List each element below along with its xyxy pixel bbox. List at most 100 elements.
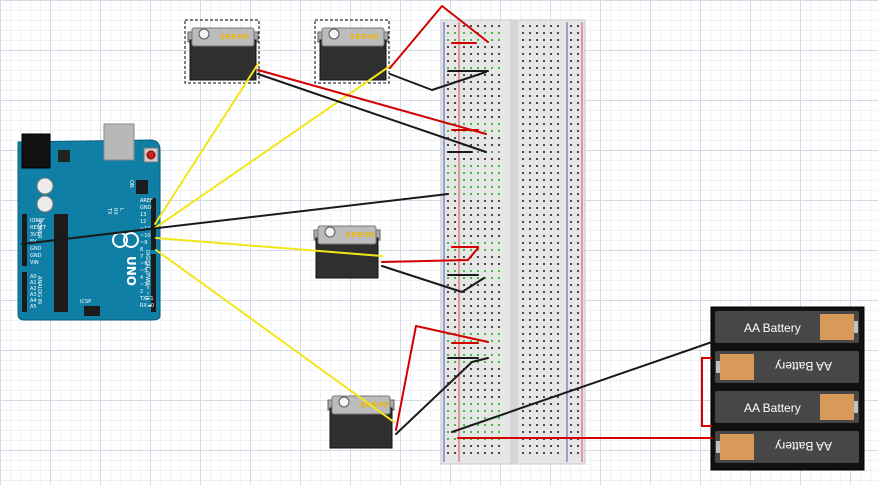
breadboard-hole bbox=[470, 452, 472, 454]
breadboard-hole bbox=[522, 319, 524, 321]
breadboard-hole bbox=[536, 186, 538, 188]
breadboard-hole bbox=[470, 207, 472, 209]
servo-motor[interactable]: SERVO bbox=[314, 19, 390, 84]
servo-label: SERVO bbox=[350, 33, 379, 41]
servo-motor[interactable]: SERVO bbox=[313, 225, 381, 279]
breadboard-hole bbox=[577, 221, 579, 223]
breadboard-hole bbox=[470, 312, 472, 314]
breadboard-hole bbox=[529, 67, 531, 69]
breadboard-hole bbox=[484, 158, 486, 160]
breadboard-hole bbox=[522, 25, 524, 27]
breadboard-hole bbox=[463, 305, 465, 307]
reset-button-cap[interactable] bbox=[146, 150, 156, 160]
breadboard-hole bbox=[570, 67, 572, 69]
breadboard-hole bbox=[477, 151, 479, 153]
breadboard-hole bbox=[529, 417, 531, 419]
breadboard-hole bbox=[536, 256, 538, 258]
breadboard-hole bbox=[477, 396, 479, 398]
breadboard-hole bbox=[543, 67, 545, 69]
breadboard-hole bbox=[491, 277, 493, 279]
breadboard-hole bbox=[463, 263, 465, 265]
breadboard-hole bbox=[550, 389, 552, 391]
breadboard-hole bbox=[484, 235, 486, 237]
breadboard[interactable] bbox=[440, 19, 586, 465]
battery-pack[interactable]: AA Battery AA Battery AA Battery AA Battery bbox=[701, 306, 865, 471]
breadboard-hole bbox=[484, 333, 486, 335]
breadboard-hole bbox=[477, 179, 479, 181]
breadboard-hole bbox=[550, 32, 552, 34]
breadboard-hole bbox=[484, 354, 486, 356]
breadboard-hole bbox=[463, 25, 465, 27]
breadboard-hole bbox=[550, 354, 552, 356]
breadboard-hole bbox=[463, 109, 465, 111]
breadboard-hole bbox=[498, 270, 500, 272]
breadboard-hole bbox=[577, 32, 579, 34]
breadboard-hole bbox=[522, 60, 524, 62]
breadboard-hole bbox=[491, 109, 493, 111]
breadboard-hole bbox=[491, 144, 493, 146]
breadboard-hole bbox=[484, 32, 486, 34]
breadboard-hole bbox=[570, 424, 572, 426]
breadboard-hole bbox=[477, 123, 479, 125]
arduino-uno-board[interactable]: UNOIOREFRESET3V35VGNDGNDVINA0A1A2A3A4A5A… bbox=[17, 123, 161, 321]
servo-horn[interactable] bbox=[338, 396, 350, 408]
breadboard-hole bbox=[463, 67, 465, 69]
wire-black bbox=[21, 193, 449, 245]
servo-motor[interactable]: SERVO bbox=[327, 395, 395, 449]
breadboard-hole bbox=[484, 256, 486, 258]
breadboard-hole bbox=[529, 158, 531, 160]
battery-label: AA Battery bbox=[775, 359, 832, 373]
breadboard-hole bbox=[498, 263, 500, 265]
breadboard-hole bbox=[543, 312, 545, 314]
breadboard-hole bbox=[477, 249, 479, 251]
breadboard-hole bbox=[463, 81, 465, 83]
breadboard-hole bbox=[491, 158, 493, 160]
breadboard-hole bbox=[498, 221, 500, 223]
breadboard-hole bbox=[454, 319, 456, 321]
breadboard-hole bbox=[447, 46, 449, 48]
breadboard-hole bbox=[454, 60, 456, 62]
breadboard-hole bbox=[484, 137, 486, 139]
breadboard-hole bbox=[454, 326, 456, 328]
breadboard-hole bbox=[557, 375, 559, 377]
aa-battery[interactable]: AA Battery bbox=[715, 391, 859, 423]
breadboard-hole bbox=[543, 228, 545, 230]
servo-horn[interactable] bbox=[328, 28, 340, 40]
breadboard-hole bbox=[484, 228, 486, 230]
aa-battery[interactable]: AA Battery bbox=[715, 351, 859, 383]
breadboard-hole bbox=[491, 452, 493, 454]
breadboard-hole bbox=[543, 207, 545, 209]
breadboard-hole bbox=[529, 249, 531, 251]
breadboard-hole bbox=[447, 326, 449, 328]
breadboard-hole bbox=[484, 312, 486, 314]
breadboard-hole bbox=[498, 102, 500, 104]
breadboard-hole bbox=[529, 347, 531, 349]
breadboard-hole bbox=[447, 424, 449, 426]
breadboard-hole bbox=[470, 109, 472, 111]
breadboard-hole bbox=[454, 291, 456, 293]
breadboard-hole bbox=[470, 95, 472, 97]
servo-motor[interactable]: SERVO bbox=[184, 19, 260, 84]
aa-battery[interactable]: AA Battery bbox=[715, 311, 859, 343]
aa-battery[interactable]: AA Battery bbox=[715, 431, 859, 463]
breadboard-hole bbox=[447, 130, 449, 132]
breadboard-hole bbox=[543, 452, 545, 454]
breadboard-hole bbox=[447, 67, 449, 69]
breadboard-hole bbox=[529, 228, 531, 230]
breadboard-hole bbox=[484, 186, 486, 188]
breadboard-hole bbox=[543, 417, 545, 419]
servo-horn[interactable] bbox=[324, 226, 336, 238]
breadboard-hole bbox=[470, 319, 472, 321]
breadboard-hole bbox=[577, 340, 579, 342]
breadboard-hole bbox=[577, 144, 579, 146]
breadboard-hole bbox=[484, 319, 486, 321]
breadboard-hole bbox=[529, 46, 531, 48]
breadboard-hole bbox=[447, 25, 449, 27]
servo-horn[interactable] bbox=[198, 28, 210, 40]
breadboard-hole bbox=[491, 235, 493, 237]
breadboard-hole bbox=[577, 389, 579, 391]
breadboard-hole bbox=[498, 249, 500, 251]
breadboard-hole bbox=[522, 193, 524, 195]
breadboard-hole bbox=[529, 53, 531, 55]
breadboard-hole bbox=[557, 249, 559, 251]
